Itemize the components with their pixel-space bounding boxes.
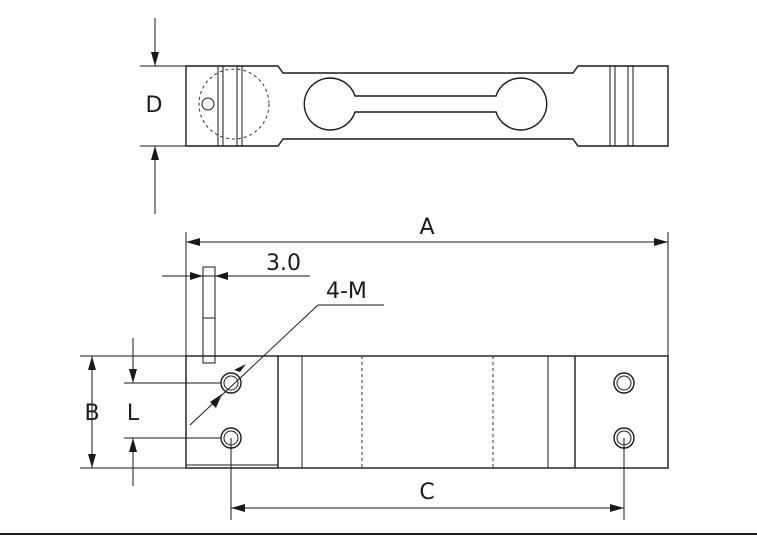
dimension-label-d: D xyxy=(146,93,163,118)
dimension-label-b: B xyxy=(84,401,99,426)
side-view: D xyxy=(140,18,669,214)
thread-label: 4-M xyxy=(326,279,367,304)
side-view-outline xyxy=(185,65,669,147)
thickness-label: 3.0 xyxy=(266,251,301,276)
dimension-label-c: C xyxy=(419,480,434,505)
front-view: A 3.0 4-M B L C xyxy=(80,215,669,520)
dumbbell-cutout xyxy=(303,77,548,131)
mounting-hole xyxy=(613,372,635,394)
cable-hole xyxy=(201,97,215,111)
dimension-label-l: L xyxy=(127,401,140,426)
dimension-label-a: A xyxy=(419,215,434,240)
front-view-outline xyxy=(185,355,669,469)
hidden-bore-circle xyxy=(198,68,270,140)
